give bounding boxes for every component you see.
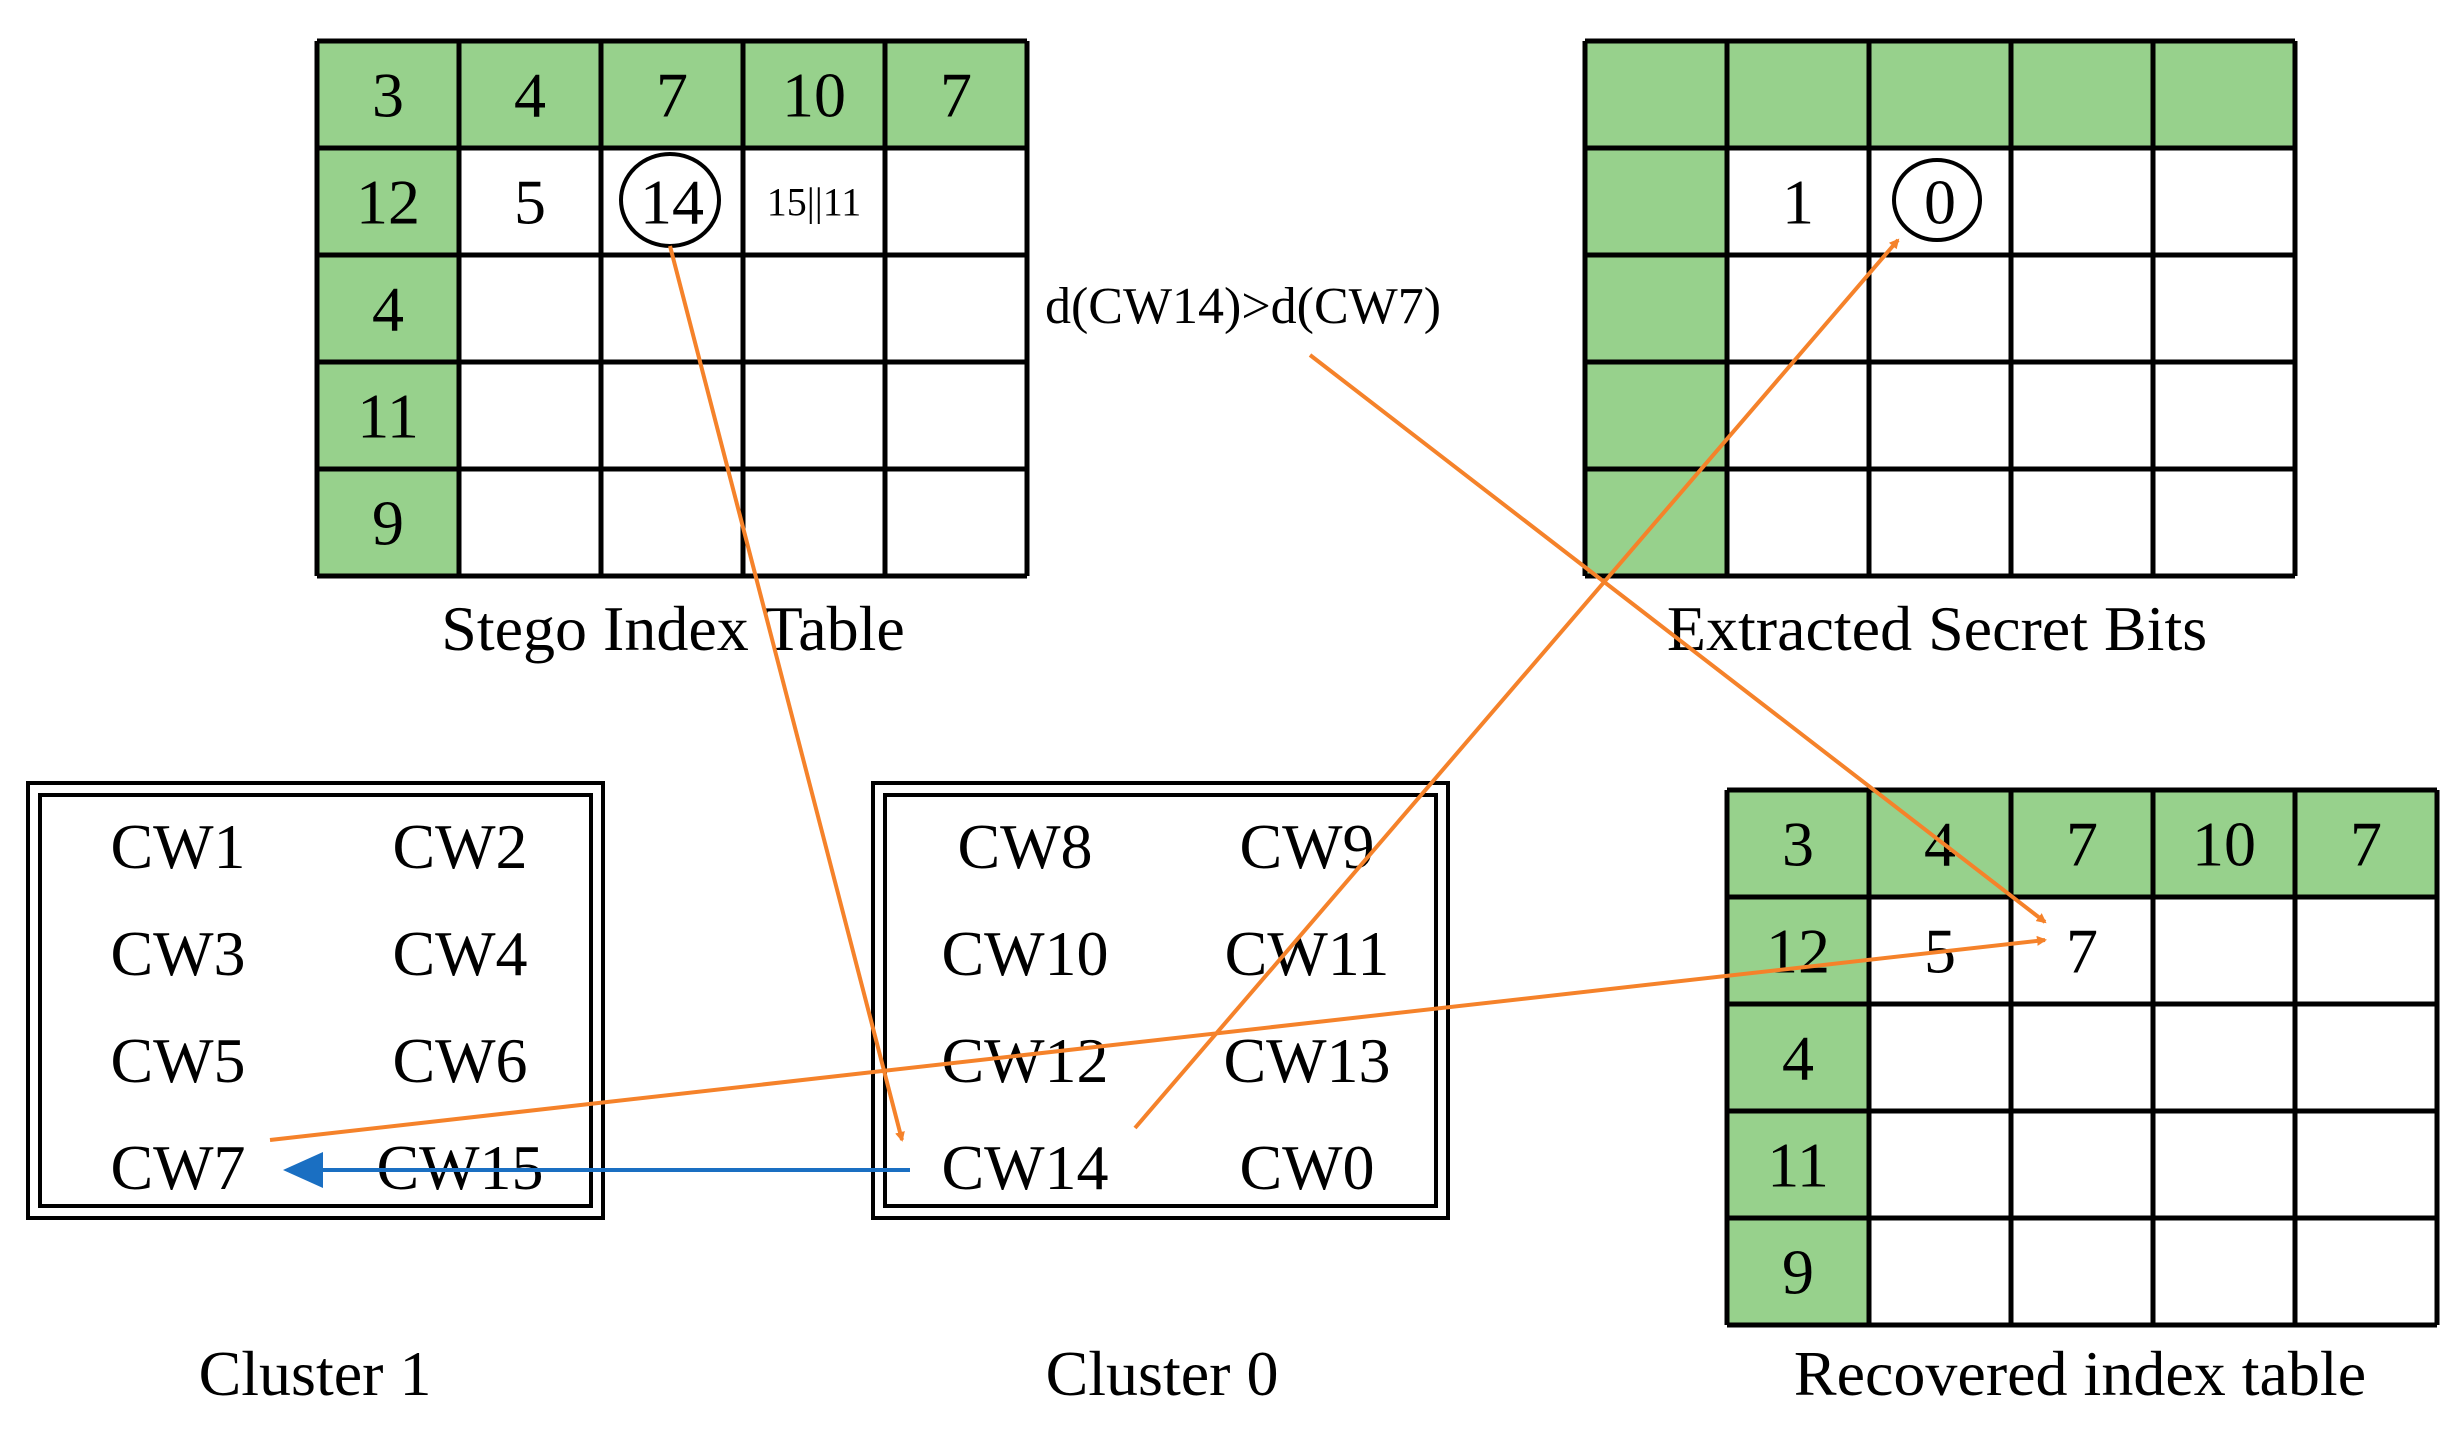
stego-table-caption: Stego Index Table — [441, 593, 905, 664]
table-cell: 12 — [1766, 916, 1830, 987]
table-cell: 7 — [940, 60, 972, 131]
table-cell: 1 — [1782, 167, 1814, 238]
table-cell: 4 — [514, 60, 546, 131]
codeword-label: CW13 — [1223, 1025, 1390, 1096]
arrow-cw14-to-cw7 — [283, 1152, 910, 1188]
stego-index-table: 3 4 7 10 7 12 5 14 15||11 4 11 9 — [314, 38, 1030, 579]
table-cell: 3 — [1782, 809, 1814, 880]
codeword-label: CW14 — [941, 1132, 1108, 1203]
header-column-fill — [317, 41, 459, 576]
cluster-0-box — [871, 781, 1450, 1220]
arrow-stego-14-to-cw14 — [668, 245, 905, 1142]
codeword-label: CW0 — [1239, 1132, 1374, 1203]
distance-comparison-label: d(CW14)>d(CW7) — [1045, 278, 1441, 335]
table-cell: 10 — [782, 60, 846, 131]
header-column-fill — [1727, 790, 1869, 1325]
table-cell: 4 — [1924, 809, 1956, 880]
table-cell: 11 — [1767, 1130, 1829, 1201]
table-cell: 9 — [372, 488, 404, 559]
cluster-1-box — [26, 781, 605, 1220]
table-cell: 4 — [372, 274, 404, 345]
secret-table-caption: Extracted Secret Bits — [1667, 593, 2207, 664]
table-cell: 0 — [1924, 167, 1956, 238]
codeword-label: CW7 — [110, 1132, 245, 1203]
codeword-label: CW15 — [376, 1132, 543, 1203]
codeword-label: CW10 — [941, 918, 1108, 989]
arrow-comparison-to-recovered — [1308, 353, 2047, 924]
table-cell: 7 — [656, 60, 688, 131]
table-cell: 7 — [2066, 809, 2098, 880]
recovered-index-table: 34710712574119 — [1724, 787, 2440, 1328]
codeword-label: CW9 — [1239, 811, 1374, 882]
codeword-label: CW2 — [392, 811, 527, 882]
arrow-cw7-to-recovered — [269, 935, 2047, 1142]
table-cell: 7 — [2066, 916, 2098, 987]
header-column-fill — [1585, 41, 1727, 576]
cluster-0-caption: Cluster 0 — [1046, 1338, 1279, 1409]
codeword-label: CW5 — [110, 1025, 245, 1096]
codeword-label: CW3 — [110, 918, 245, 989]
table-cell: 3 — [372, 60, 404, 131]
cluster-1-caption: Cluster 1 — [199, 1338, 432, 1409]
table-cell: 9 — [1782, 1237, 1814, 1308]
recovered-table-caption: Recovered index table — [1794, 1338, 2366, 1409]
codeword-label: CW8 — [957, 811, 1092, 882]
table-cell: 4 — [1782, 1023, 1814, 1094]
table-cell: 7 — [2350, 809, 2382, 880]
codeword-label: CW4 — [392, 918, 527, 989]
table-cell: 12 — [356, 167, 420, 238]
table-cell: 14 — [640, 167, 704, 238]
table-cell: 11 — [357, 381, 419, 452]
secret-0-highlight-circle — [1892, 158, 1982, 242]
arrow-cw14-to-secret-bit — [1133, 238, 1900, 1130]
table-cell: 15||11 — [767, 180, 862, 225]
codeword-label: CW1 — [110, 811, 245, 882]
table-cell: 5 — [514, 167, 546, 238]
table-cell: 10 — [2192, 809, 2256, 880]
codeword-label: CW6 — [392, 1025, 527, 1096]
